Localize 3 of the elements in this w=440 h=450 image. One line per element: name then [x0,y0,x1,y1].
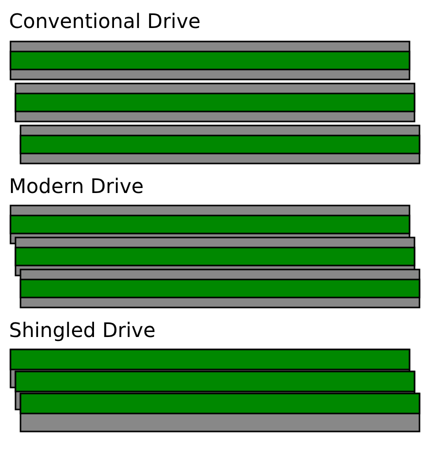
section-title: Modern Drive [9,174,144,198]
section-title: Conventional Drive [9,9,200,33]
section-title: Shingled Drive [9,318,156,342]
